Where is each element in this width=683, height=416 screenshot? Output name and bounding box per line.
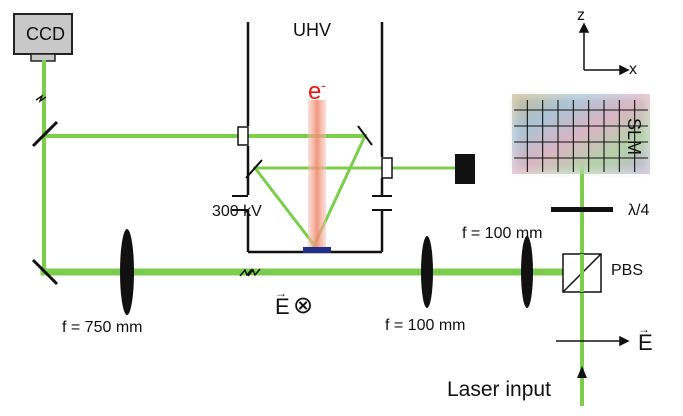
electron-label: e- — [308, 77, 327, 105]
axis-indicator — [578, 22, 630, 76]
lens-750-label: f = 750 mm — [62, 319, 143, 336]
sample — [303, 247, 331, 253]
axis-x-label: x — [629, 61, 637, 78]
slm-device — [512, 94, 650, 174]
polarization-arrow — [556, 335, 630, 347]
mirror-inner-right — [357, 125, 373, 146]
lens-100-mid-label: f = 100 mm — [385, 317, 466, 334]
mirror-top-left — [31, 120, 59, 148]
ccd-camera — [13, 13, 73, 62]
lens-100-right — [521, 236, 533, 308]
axis-z-label: z — [577, 7, 585, 24]
laser-input-arrow — [577, 366, 587, 378]
chamber-window-left — [237, 126, 249, 146]
field-e-vector-mid: →E — [275, 286, 290, 319]
ccd-label: CCD — [26, 24, 65, 44]
beam-break-marks — [35, 94, 261, 277]
voltage-label: 300 kV — [212, 203, 262, 220]
slm-label: SLM — [624, 118, 644, 156]
quarter-wave-plate — [551, 207, 613, 212]
mirror-bottom-left — [31, 258, 59, 286]
field-e-vector-right: →E — [638, 322, 653, 355]
out-of-page-symbol: ⊗ — [293, 292, 314, 319]
uhv-label: UHV — [293, 20, 332, 40]
beam-block — [455, 154, 475, 184]
laser-input-label: Laser input — [447, 378, 551, 401]
quarter-wave-label: λ/4 — [628, 202, 650, 219]
chamber-window-right — [381, 157, 393, 179]
lens-750 — [120, 229, 134, 315]
electron-beam — [308, 100, 326, 250]
pbs-label: PBS — [611, 262, 644, 279]
lens-100-mid — [421, 236, 433, 308]
lens-100-right-label: f = 100 mm — [462, 225, 543, 242]
